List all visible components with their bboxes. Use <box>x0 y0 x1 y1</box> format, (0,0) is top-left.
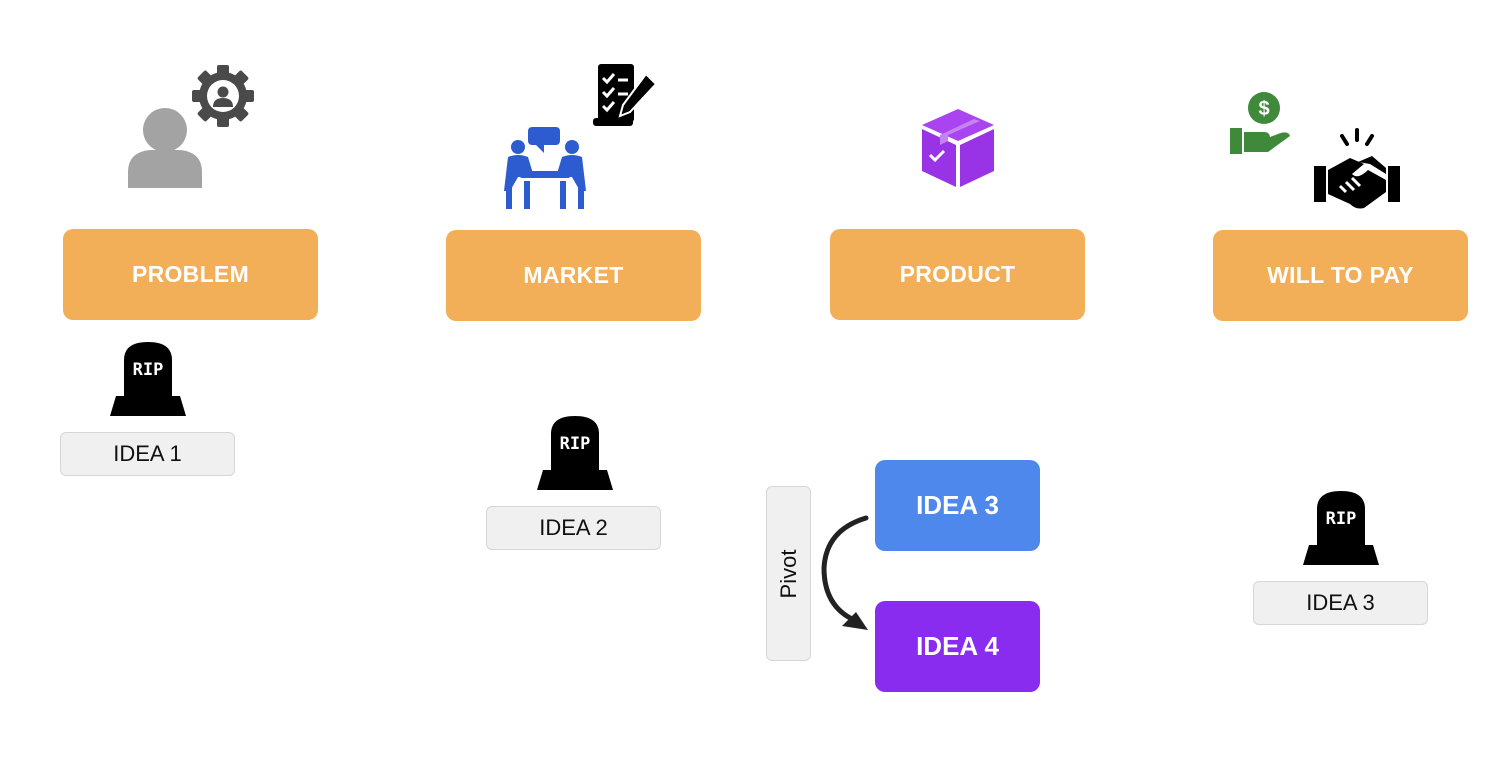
idea-3-will-to-pay-text: IDEA 3 <box>1306 590 1375 615</box>
idea-1-label: IDEA 1 <box>60 432 235 476</box>
person-icon <box>128 108 202 188</box>
gear-icon <box>192 65 254 127</box>
pivot-arrow <box>821 515 869 630</box>
stage-market: MARKET <box>446 230 701 321</box>
idea-4-box: IDEA 4 <box>875 601 1040 692</box>
stage-market-label: MARKET <box>523 262 624 288</box>
money-hand-icon: $ <box>1230 92 1290 154</box>
tombstone-text: RIP <box>560 434 591 454</box>
idea-1-text: IDEA 1 <box>113 441 182 466</box>
stage-product: PRODUCT <box>830 229 1085 320</box>
tombstone-icon: RIP <box>537 416 613 490</box>
idea-4-text: IDEA 4 <box>916 631 999 661</box>
meeting-icon <box>504 127 586 209</box>
stage-will-to-pay-label: WILL TO PAY <box>1267 262 1414 288</box>
pivot-label: Pivot <box>775 549 801 598</box>
tombstone-text: RIP <box>133 360 164 380</box>
pivot-box: Pivot <box>766 486 811 661</box>
stage-problem: PROBLEM <box>63 229 318 320</box>
tombstone-icon: RIP <box>110 342 186 416</box>
stage-will-to-pay: WILL TO PAY <box>1213 230 1468 321</box>
checklist-icon <box>593 64 658 126</box>
idea-2-label: IDEA 2 <box>486 506 661 550</box>
svg-text:$: $ <box>1258 98 1269 120</box>
tombstone-text: RIP <box>1326 509 1357 529</box>
idea-3-will-to-pay-label: IDEA 3 <box>1253 581 1428 625</box>
tombstone-icon: RIP <box>1303 491 1379 565</box>
stage-problem-label: PROBLEM <box>131 261 250 287</box>
idea-3-box: IDEA 3 <box>875 460 1040 551</box>
box-icon <box>922 109 994 187</box>
handshake-icon <box>1314 128 1400 209</box>
idea-2-text: IDEA 2 <box>539 515 608 540</box>
idea-3-text: IDEA 3 <box>916 490 999 520</box>
stage-product-label: PRODUCT <box>899 261 1016 287</box>
